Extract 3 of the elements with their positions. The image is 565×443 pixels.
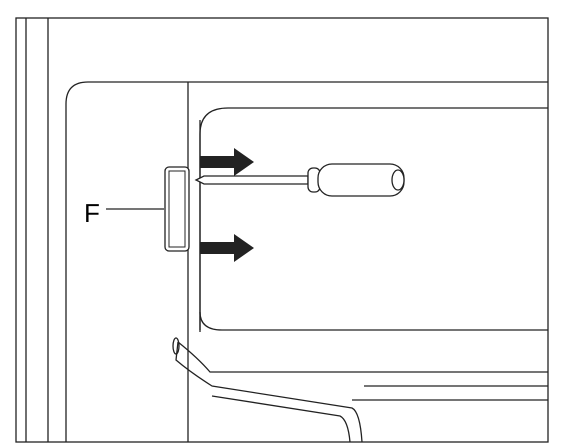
mounting-bracket	[164, 166, 190, 252]
part-label: F	[84, 198, 104, 228]
leader-line	[106, 208, 164, 210]
